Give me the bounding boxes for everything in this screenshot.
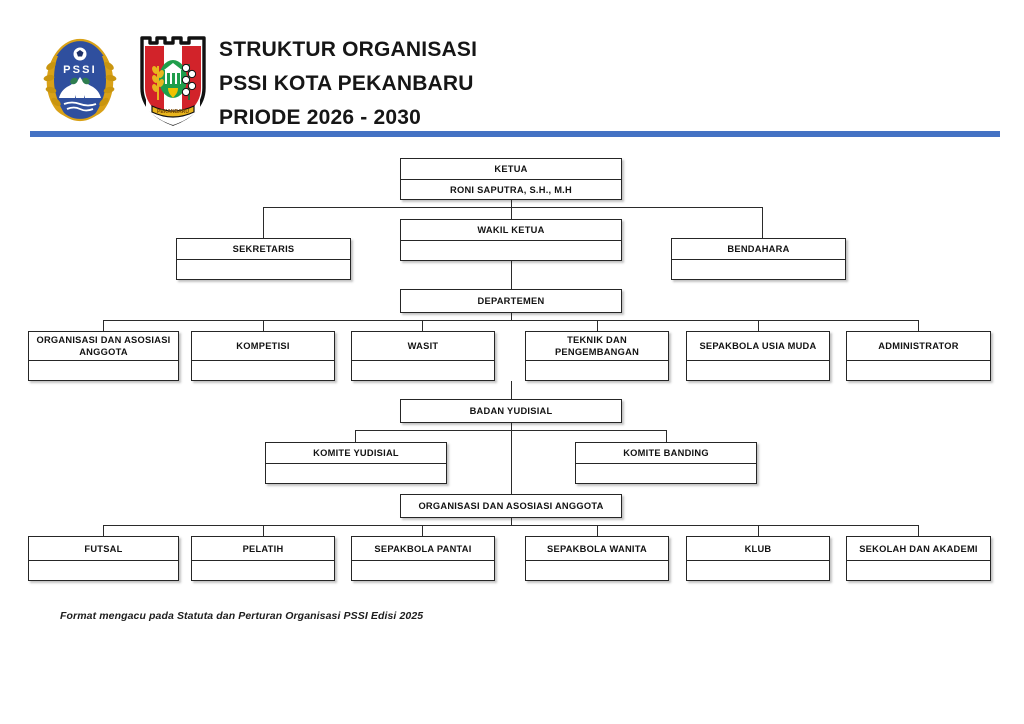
node-label: PELATIH — [192, 537, 334, 561]
node-asosiasi-child[interactable]: SEPAKBOLA WANITA — [525, 536, 669, 581]
connector-to-badan-yudisial — [511, 381, 513, 399]
page-title: STRUKTUR ORGANISASI PSSI KOTA PEKANBARU … — [219, 33, 779, 135]
node-label: SEPAKBOLA PANTAI — [352, 537, 494, 561]
connector-branch-bar-1 — [263, 207, 762, 209]
node-badan-yudisial-label: BADAN YUDISIAL — [469, 406, 553, 416]
node-departemen-child[interactable]: ORGANISASI DAN ASOSIASI ANGGOTA — [28, 331, 179, 381]
node-sekretaris[interactable]: SEKRETARIS — [176, 238, 351, 280]
node-departemen[interactable]: DEPARTEMEN — [400, 289, 622, 313]
node-label: ADMINISTRATOR — [847, 332, 990, 361]
node-bendahara[interactable]: BENDAHARA — [671, 238, 846, 280]
node-departemen-child[interactable]: WASIT — [351, 331, 495, 381]
node-organisasi-asosiasi-label: ORGANISASI DAN ASOSIASI ANGGOTA — [418, 501, 604, 511]
node-label: SEPAKBOLA WANITA — [526, 537, 668, 561]
node-value — [526, 361, 668, 380]
node-komite-banding[interactable]: KOMITE BANDING — [575, 442, 757, 484]
connector-asosiasi-drop-6 — [918, 525, 920, 536]
node-value — [526, 561, 668, 580]
node-ketua[interactable]: KETUA RONI SAPUTRA, S.H., M.H — [400, 158, 622, 200]
svg-text:PSSI: PSSI — [63, 64, 97, 76]
title-line-3: PRIODE 2026 - 2030 — [219, 106, 422, 129]
node-asosiasi-child[interactable]: SEPAKBOLA PANTAI — [351, 536, 495, 581]
node-value — [352, 361, 494, 380]
node-asosiasi-child[interactable]: KLUB — [686, 536, 830, 581]
header-divider — [30, 131, 1000, 137]
node-departemen-label: DEPARTEMEN — [477, 296, 545, 306]
node-value — [29, 561, 178, 580]
connector-to-bendahara — [762, 207, 764, 238]
node-wakil-ketua-label: WAKIL KETUA — [401, 220, 621, 241]
node-asosiasi-child[interactable]: FUTSAL — [28, 536, 179, 581]
connector-asosiasi-drop-3 — [422, 525, 424, 536]
node-value — [192, 561, 334, 580]
connector-asosiasi-drop-2 — [263, 525, 265, 536]
pssi-logo-icon: PSSI — [43, 38, 117, 122]
node-label: KOMITE BANDING — [576, 443, 756, 464]
connector-dept-drop-1 — [103, 320, 105, 331]
node-value — [847, 361, 990, 380]
node-value — [687, 361, 829, 380]
connector-dept-drop-6 — [918, 320, 920, 331]
node-label: WASIT — [352, 332, 494, 361]
connector-asosiasi-drop-5 — [758, 525, 760, 536]
connector-departemen-bar — [103, 320, 919, 322]
connector-asosiasi-bar — [103, 525, 919, 527]
node-label: KOMITE YUDISIAL — [266, 443, 446, 464]
node-label: TEKNIK DAN PENGEMBANGAN — [526, 332, 668, 361]
connector-to-organisasi-asosiasi — [511, 430, 513, 494]
page-header: PSSI — [0, 0, 1024, 137]
node-value — [192, 361, 334, 380]
title-line-1: STRUKTUR ORGANISASI — [219, 38, 478, 61]
connector-dept-drop-4 — [597, 320, 599, 331]
connector-departemen-down — [511, 313, 513, 320]
node-wakil-ketua[interactable]: WAKIL KETUA — [400, 219, 622, 261]
connector-wakil-to-departemen — [511, 261, 513, 289]
title-line-2: PSSI KOTA PEKANBARU — [219, 72, 474, 95]
connector-asosiasi-drop-4 — [597, 525, 599, 536]
connector-to-komite-banding — [666, 430, 668, 442]
connector-to-sekretaris — [263, 207, 265, 238]
node-asosiasi-child[interactable]: PELATIH — [191, 536, 335, 581]
node-ketua-label: KETUA — [401, 159, 621, 180]
node-komite-yudisial[interactable]: KOMITE YUDISIAL — [265, 442, 447, 484]
connector-ketua-down — [511, 200, 513, 207]
connector-yudisial-down — [511, 423, 513, 430]
org-chart: KETUA RONI SAPUTRA, S.H., M.H WAKIL KETU… — [0, 140, 1024, 640]
connector-to-komite-yudisial — [355, 430, 357, 442]
svg-text:PEKANBARU: PEKANBARU — [157, 109, 189, 115]
node-ketua-value: RONI SAPUTRA, S.H., M.H — [450, 184, 572, 195]
node-asosiasi-child[interactable]: SEKOLAH DAN AKADEMI — [846, 536, 991, 581]
node-sekretaris-value — [177, 260, 350, 279]
connector-dept-drop-5 — [758, 320, 760, 331]
connector-to-wakil-ketua — [511, 207, 513, 219]
node-value — [687, 561, 829, 580]
node-label: SEPAKBOLA USIA MUDA — [687, 332, 829, 361]
node-value — [576, 464, 756, 483]
node-label: ORGANISASI DAN ASOSIASI ANGGOTA — [29, 332, 178, 361]
node-wakil-ketua-value — [401, 241, 621, 260]
node-value — [352, 561, 494, 580]
node-value — [847, 561, 990, 580]
node-label: KOMPETISI — [192, 332, 334, 361]
node-departemen-child[interactable]: ADMINISTRATOR — [846, 331, 991, 381]
node-value — [266, 464, 446, 483]
connector-dept-drop-2 — [263, 320, 265, 331]
node-badan-yudisial[interactable]: BADAN YUDISIAL — [400, 399, 622, 423]
connector-asosiasi-drop-1 — [103, 525, 105, 536]
node-label: KLUB — [687, 537, 829, 561]
connector-dept-drop-3 — [422, 320, 424, 331]
node-label: FUTSAL — [29, 537, 178, 561]
node-departemen-child[interactable]: SEPAKBOLA USIA MUDA — [686, 331, 830, 381]
node-organisasi-asosiasi-anggota[interactable]: ORGANISASI DAN ASOSIASI ANGGOTA — [400, 494, 622, 518]
node-departemen-child[interactable]: TEKNIK DAN PENGEMBANGAN — [525, 331, 669, 381]
node-label: SEKOLAH DAN AKADEMI — [847, 537, 990, 561]
node-bendahara-value — [672, 260, 845, 279]
node-bendahara-label: BENDAHARA — [672, 239, 845, 260]
pekanbaru-city-logo-icon: PEKANBARU — [140, 36, 206, 126]
node-value — [29, 361, 178, 380]
footer-note: Format mengacu pada Statuta dan Perturan… — [60, 610, 424, 622]
node-departemen-child[interactable]: KOMPETISI — [191, 331, 335, 381]
node-sekretaris-label: SEKRETARIS — [177, 239, 350, 260]
connector-asosiasi-down — [511, 518, 513, 525]
